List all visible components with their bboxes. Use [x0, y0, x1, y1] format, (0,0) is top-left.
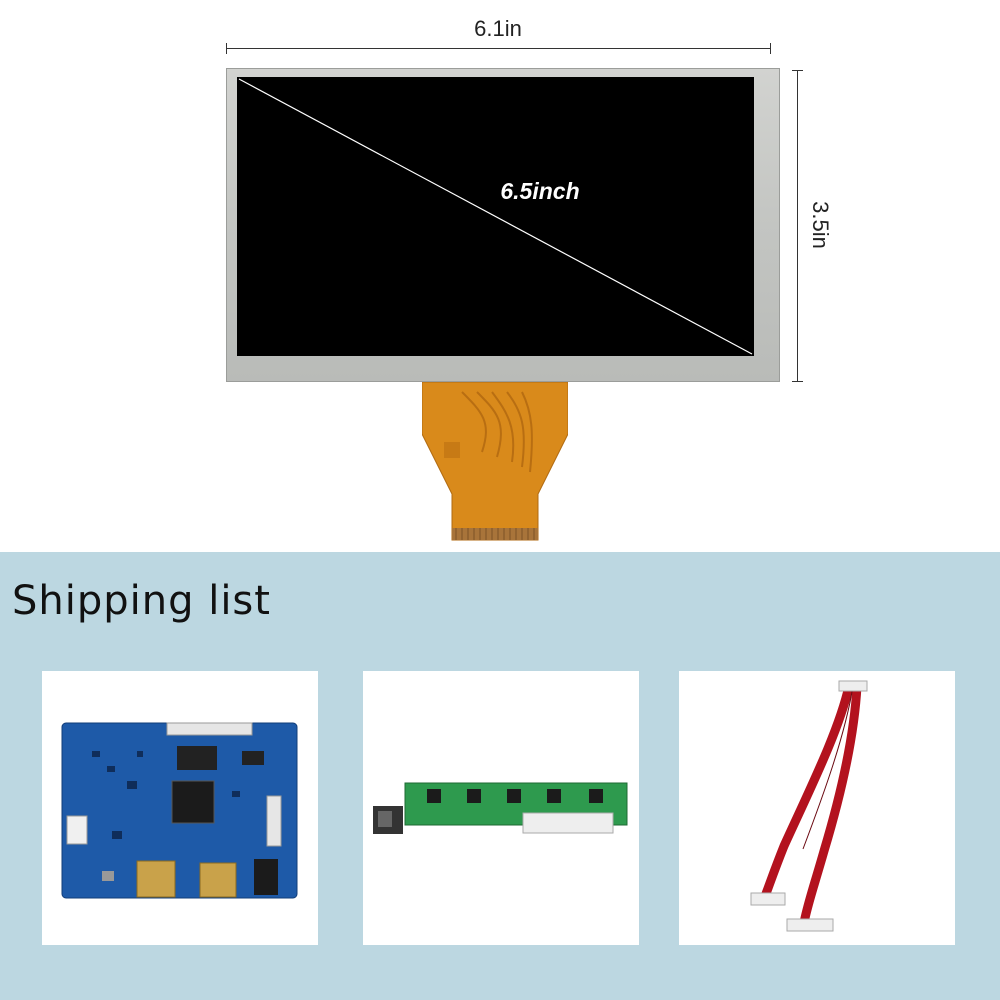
shipping-list-title: Shipping list: [12, 578, 271, 624]
fpc-ribbon-cable: [422, 382, 568, 541]
product-image-area: 6.1in 3.5in 6.5inch: [226, 16, 833, 541]
width-dimension-label: 6.1in: [474, 16, 522, 41]
diagonal-line: [238, 78, 753, 355]
keypad-board-card: [363, 671, 639, 945]
controller-board-card: [42, 671, 318, 945]
keypad-board-image: [373, 782, 628, 834]
wire-cable-image: [750, 680, 868, 932]
wire-cable-card: [679, 671, 955, 945]
controller-board-image: [61, 722, 298, 899]
height-dimension-label: 3.5in: [808, 201, 833, 249]
diagonal-size-label: 6.5inch: [500, 178, 580, 204]
height-dimension-line: [792, 70, 803, 382]
width-dimension-line: [226, 43, 771, 54]
